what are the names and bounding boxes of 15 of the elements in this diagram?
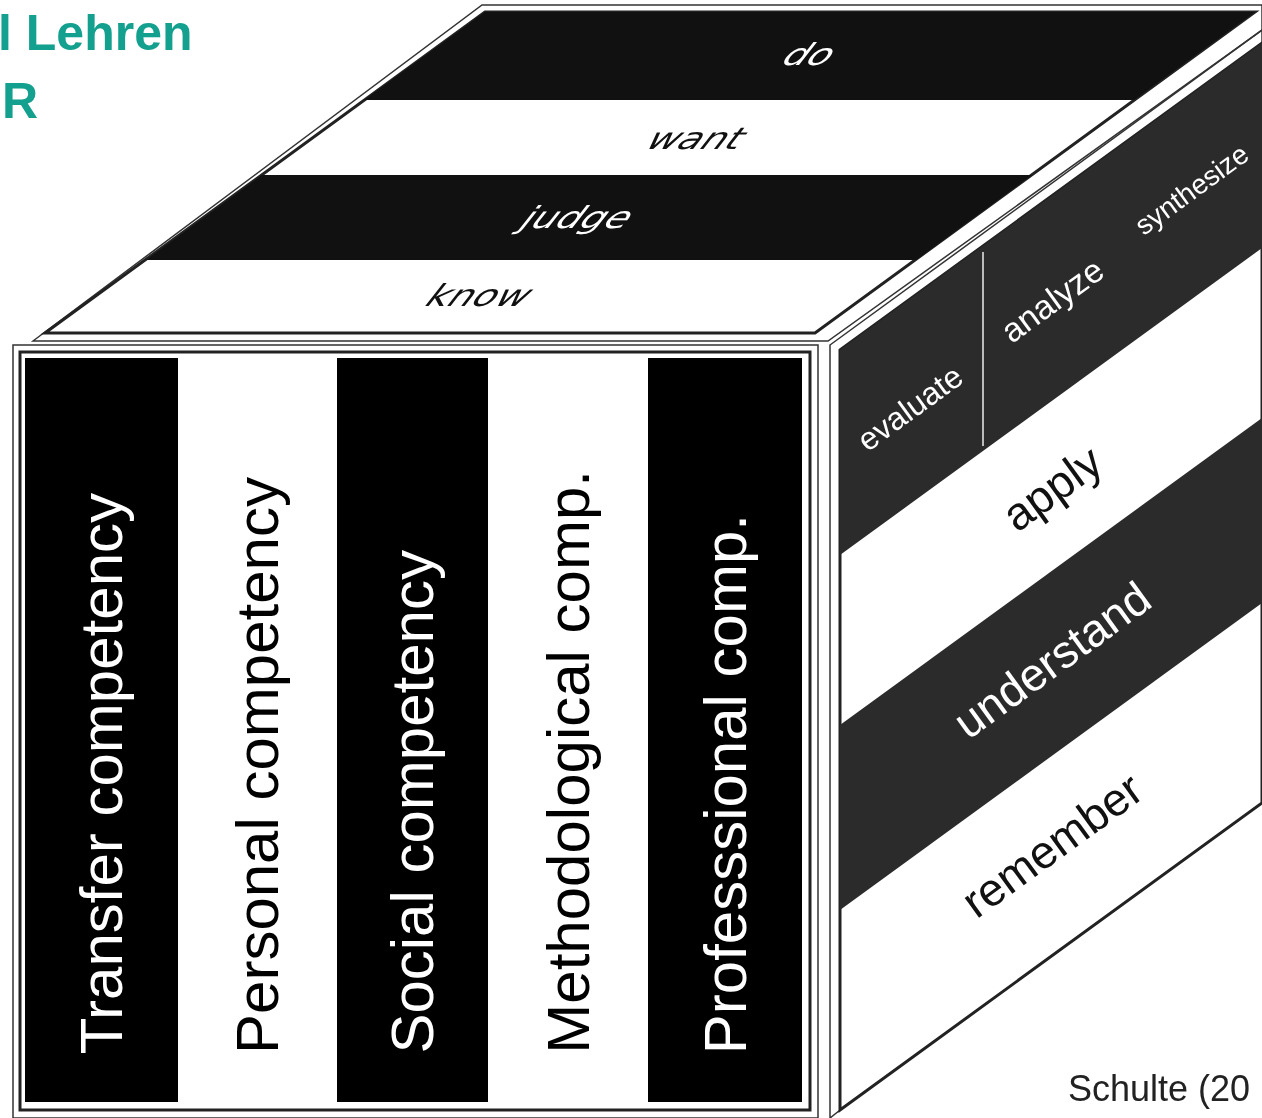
band-label: Social competency [378, 550, 447, 1054]
band-label: Methodological comp. [533, 470, 603, 1054]
band-label: want [636, 121, 758, 157]
band-label: judge [511, 200, 645, 236]
source-note: Schulte (20 [1068, 1068, 1251, 1110]
competency-band [337, 358, 488, 1102]
band-label: know [416, 278, 544, 314]
band-label: Professsional comp. [690, 513, 760, 1054]
heading-text: R [2, 72, 39, 130]
band-label: Transfer competency [67, 492, 136, 1054]
band-label: do [772, 37, 848, 73]
competency-band [648, 358, 802, 1102]
band-label: Personal competency [223, 477, 292, 1054]
heading-text: l Lehren [0, 4, 193, 62]
competency-band [25, 358, 178, 1102]
